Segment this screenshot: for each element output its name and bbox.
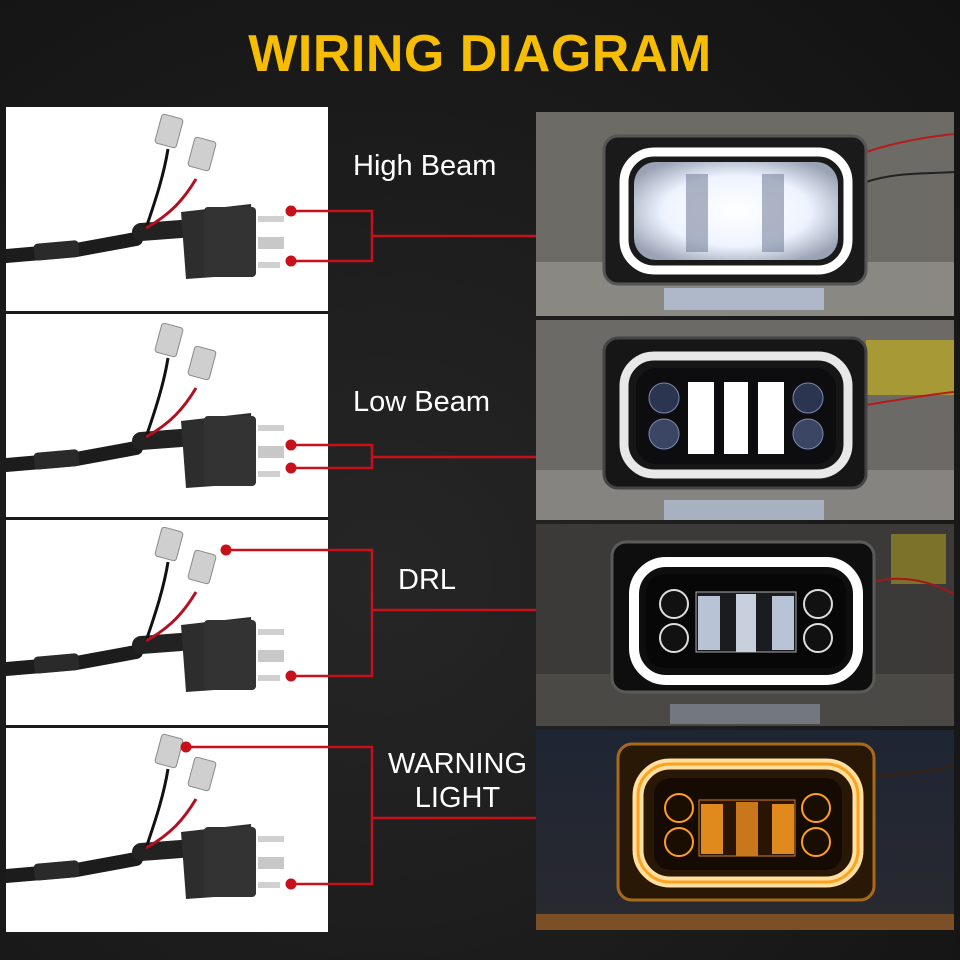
- h4-plug-harness-icon: [6, 322, 284, 488]
- h4-plug-harness-icon: [6, 733, 284, 899]
- label-high-beam: High Beam: [353, 150, 497, 182]
- headlight-photo-high-beam: [536, 112, 954, 316]
- label-warning-line2: LIGHT: [414, 782, 501, 814]
- headlight-photo-low-beam: [536, 320, 954, 520]
- label-drl: DRL: [398, 564, 457, 596]
- headlight-photo-drl: [536, 524, 954, 726]
- headlight-photo-warning-light: [536, 730, 954, 930]
- label-low-beam: Low Beam: [353, 386, 491, 418]
- harness-panel-low-beam: [6, 314, 328, 518]
- label-warning-line1: WARNING: [387, 748, 528, 780]
- panel-divider: [6, 725, 328, 728]
- panel-divider: [6, 311, 328, 314]
- h4-plug-harness-icon: [6, 113, 284, 279]
- panel-divider: [6, 517, 328, 520]
- page-title: WIRING DIAGRAM: [248, 25, 712, 83]
- h4-plug-harness-icon: [6, 526, 284, 692]
- harness-panel-high-beam: [6, 107, 328, 312]
- harness-panel-drl: [6, 520, 328, 726]
- label-warning-light: WARNING LIGHT: [385, 747, 530, 815]
- harness-panel-warning-light: [6, 728, 328, 932]
